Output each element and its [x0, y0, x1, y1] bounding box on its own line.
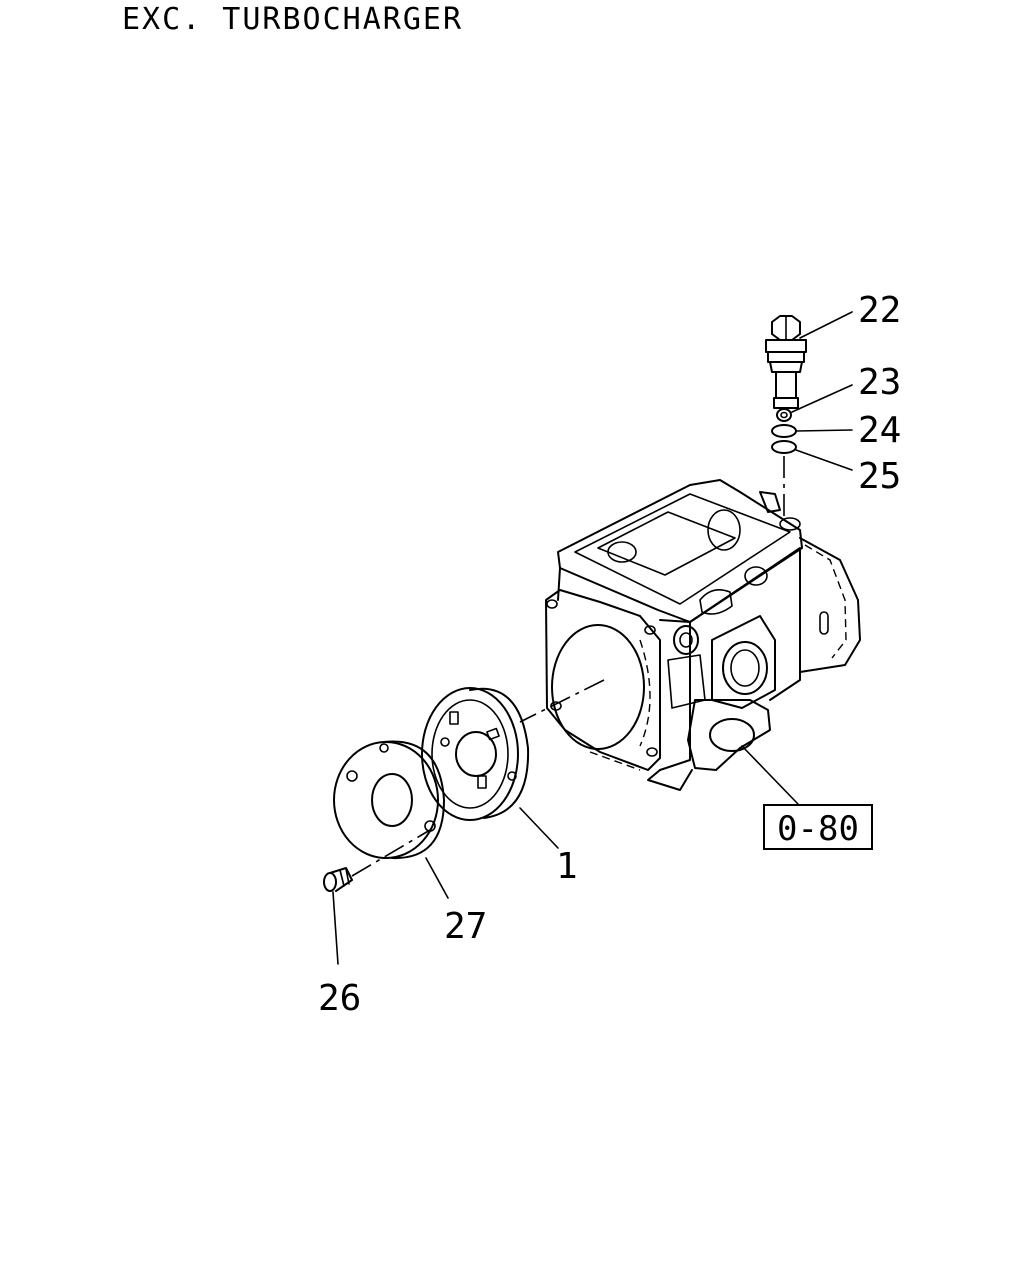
- leader-lines: [332, 311, 853, 965]
- part-25-o-ring: [771, 440, 797, 454]
- part-26-screw: [323, 867, 353, 892]
- reference-box[interactable]: 0-80: [763, 804, 873, 850]
- callout-25: 25: [858, 456, 901, 497]
- callout-1: 1: [556, 846, 578, 887]
- assembly-axis-screw: [351, 829, 431, 877]
- callout-24: 24: [858, 410, 901, 451]
- part-24-o-ring: [771, 424, 797, 438]
- reference-label: 0-80: [777, 809, 859, 849]
- part-1-cover: [421, 687, 530, 821]
- callout-27: 27: [444, 906, 487, 947]
- callout-26: 26: [318, 978, 361, 1019]
- part-27-plate: [333, 740, 445, 860]
- page-title: EXC. TURBOCHARGER: [122, 2, 464, 37]
- part-22-plug: [765, 315, 807, 409]
- part-23-spring: [776, 408, 792, 422]
- callout-23: 23: [858, 362, 901, 403]
- pump-housing: [545, 479, 861, 791]
- assembly-axis-cover: [519, 679, 605, 723]
- callout-22: 22: [858, 290, 901, 331]
